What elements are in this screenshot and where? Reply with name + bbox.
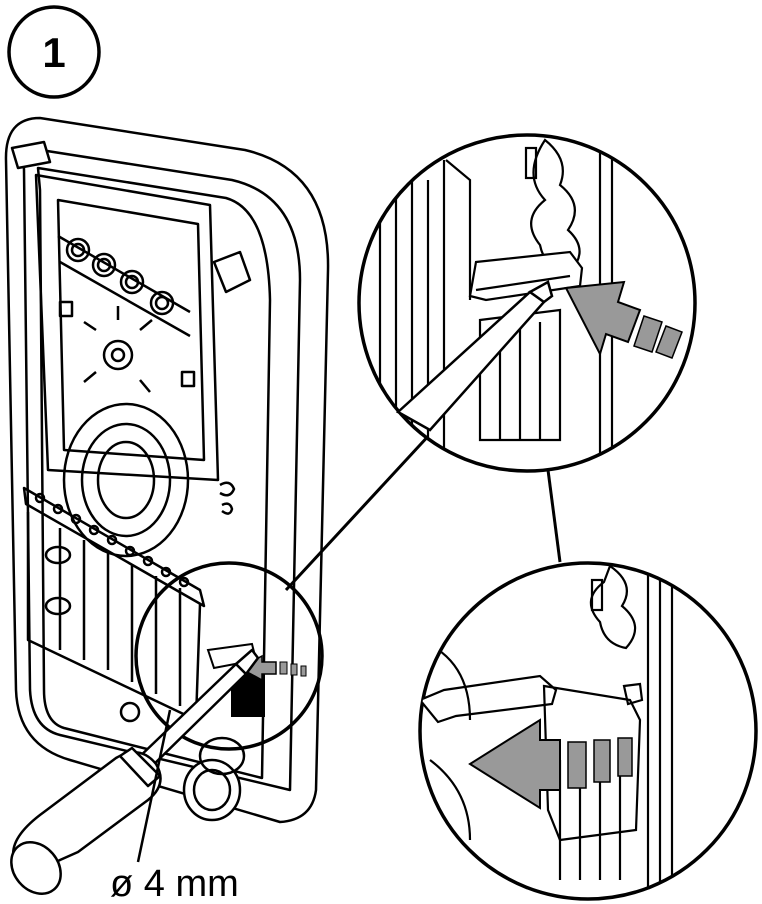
right-wall xyxy=(646,563,674,899)
lower-block xyxy=(478,308,562,442)
latch-body-inner xyxy=(475,274,571,292)
slide-direction-arrow xyxy=(468,718,633,810)
screw-terminal xyxy=(91,252,117,278)
speaker-outer xyxy=(62,402,190,558)
detail-view-slide xyxy=(418,561,758,901)
upper-panel-inner xyxy=(56,198,206,462)
step-number: 1 xyxy=(42,29,65,76)
push-direction-arrow xyxy=(564,280,683,359)
step-badge: 1 xyxy=(7,5,101,99)
connector-line-middle xyxy=(546,469,562,563)
detail-slot xyxy=(590,578,604,612)
camera-lens xyxy=(83,306,153,393)
side-logo xyxy=(219,481,236,515)
connector-line-top xyxy=(284,430,434,592)
zoom-push-arrow xyxy=(238,654,307,682)
latch-block-ribs xyxy=(558,756,622,880)
screw-row-rail xyxy=(57,234,191,338)
top-right-clip xyxy=(212,250,252,294)
terminal-knob xyxy=(44,596,72,616)
mount-slot xyxy=(58,300,74,318)
back-plate xyxy=(36,166,272,780)
housing-ribs xyxy=(378,160,446,471)
left-housing xyxy=(420,674,558,724)
screw-terminal xyxy=(65,237,91,263)
screwdriver-tip xyxy=(234,648,260,676)
terminal-strip xyxy=(22,486,206,608)
upper-panel xyxy=(34,173,220,482)
top-screw-row xyxy=(57,234,191,338)
detail-view-push xyxy=(357,133,697,473)
mount-slot xyxy=(180,370,196,388)
screwdriver-ferrule xyxy=(118,746,162,788)
terminal-strip-screws xyxy=(34,492,190,588)
cable-grommet xyxy=(182,736,246,822)
speaker xyxy=(62,402,190,558)
top-left-clip xyxy=(10,140,52,170)
latch-tab xyxy=(622,682,644,706)
terminal-knob xyxy=(44,545,72,565)
speaker-mid xyxy=(80,422,172,538)
latch-block xyxy=(542,684,642,842)
mount-hole xyxy=(119,701,141,723)
tool-diameter-label: ø 4 mm xyxy=(110,863,239,904)
screw-terminal xyxy=(119,269,145,295)
screwdriver-handle-end xyxy=(10,841,62,895)
lens-ring xyxy=(102,339,134,371)
speaker-inner xyxy=(96,440,156,520)
intercom-housing xyxy=(4,116,330,824)
step-badge-circle xyxy=(7,5,101,99)
detail-screwdriver xyxy=(395,280,554,432)
zoom-ring xyxy=(134,561,324,751)
detail-slot xyxy=(524,146,538,180)
terminal-blocks xyxy=(26,512,202,722)
lens-rays xyxy=(83,306,153,393)
detail-circle-bottom xyxy=(418,561,758,901)
dimension-leader xyxy=(136,709,172,863)
lens-center xyxy=(110,347,126,363)
zoom-ring-circle xyxy=(134,561,324,751)
